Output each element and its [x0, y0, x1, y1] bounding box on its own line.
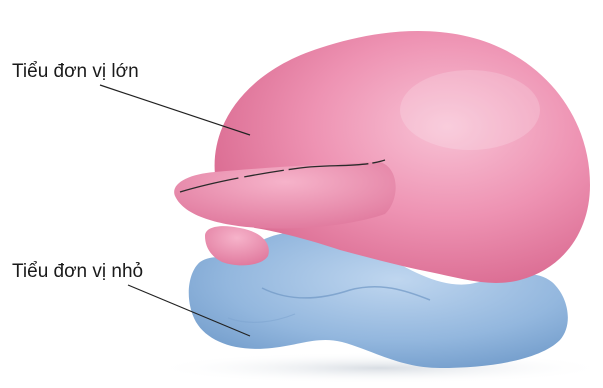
large-subunit-leader-line [100, 85, 250, 135]
ground-shadow [150, 352, 603, 384]
small-subunit-label: Tiểu đơn vị nhỏ [12, 262, 143, 281]
large-subunit-shape [174, 31, 590, 283]
large-subunit-label: Tiểu đơn vị lớn [12, 62, 139, 81]
